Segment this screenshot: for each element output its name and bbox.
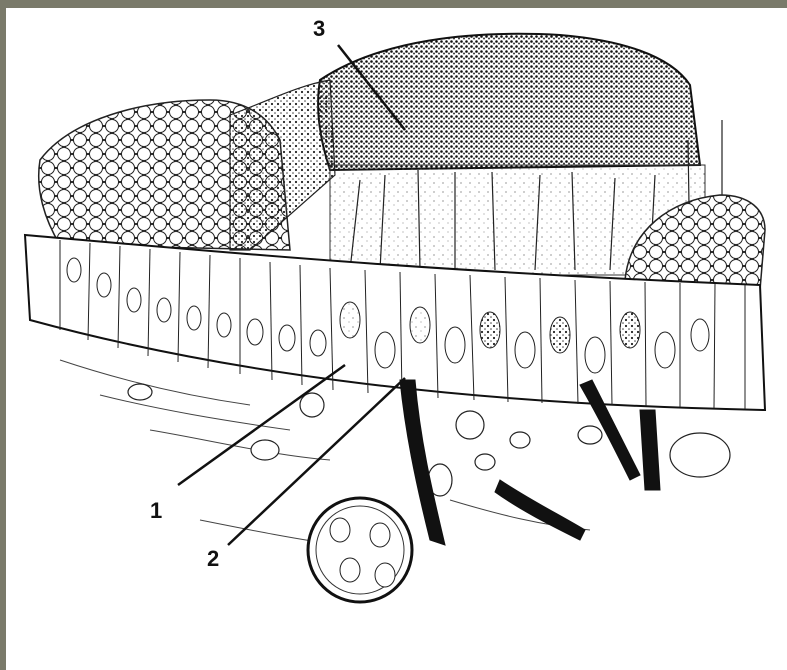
blood-vessel [308, 498, 412, 602]
label-1: 1 [150, 500, 162, 522]
otolithic-membrane-mass [318, 34, 700, 170]
label-3: 3 [313, 18, 325, 40]
label-2: 2 [207, 548, 219, 570]
leader-line-1 [178, 365, 345, 485]
